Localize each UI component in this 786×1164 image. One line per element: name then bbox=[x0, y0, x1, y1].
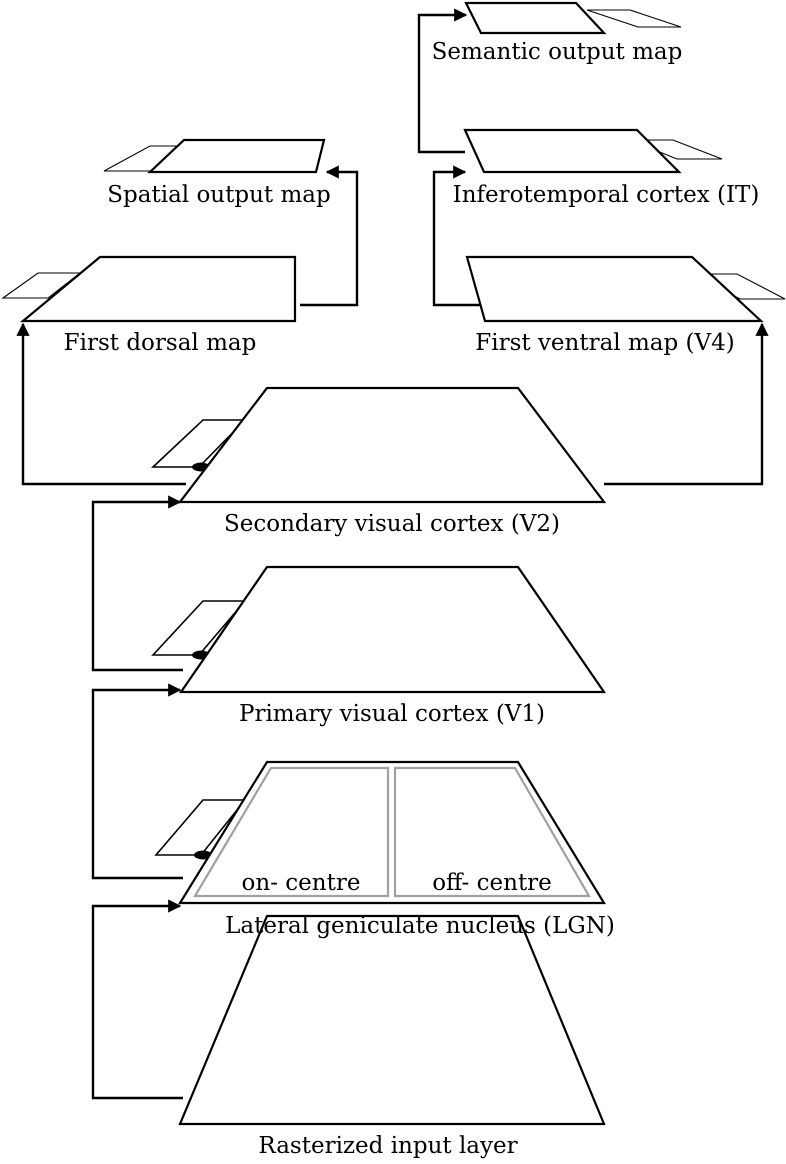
lgn-layer bbox=[178, 760, 606, 905]
dorsal-side-map bbox=[1, 272, 82, 299]
v2-layer bbox=[177, 386, 607, 504]
label-lgn-off-centre: off- centre bbox=[432, 870, 552, 896]
label-inferotemporal: Inferotemporal cortex (IT) bbox=[453, 182, 760, 208]
semantic-output-layer bbox=[464, 1, 607, 35]
connector-it-to-semantic bbox=[417, 8, 468, 154]
label-semantic-output: Semantic output map bbox=[432, 39, 683, 65]
connector-v1-to-v2 bbox=[91, 495, 183, 672]
first-ventral-layer bbox=[465, 255, 764, 323]
first-dorsal-layer bbox=[19, 255, 297, 323]
connector-v2-to-ventral bbox=[604, 322, 769, 486]
label-first-dorsal: First dorsal map bbox=[64, 330, 257, 356]
label-input: Rasterized input layer bbox=[258, 1133, 517, 1159]
connector-v2-to-dorsal bbox=[16, 322, 186, 486]
inferotemporal-layer bbox=[463, 128, 682, 174]
lgn-off-centre-region bbox=[393, 766, 591, 898]
label-lgn: Lateral geniculate nucleus (LGN) bbox=[225, 913, 615, 939]
label-lgn-on-centre: on- centre bbox=[242, 870, 361, 896]
input-layer bbox=[178, 914, 606, 1126]
label-v1: Primary visual cortex (V1) bbox=[239, 701, 545, 727]
label-spatial-output: Spatial output map bbox=[107, 182, 330, 208]
connector-dorsal-to-spatial bbox=[300, 165, 359, 307]
labels: Semantic output map Inferotemporal corte… bbox=[64, 39, 760, 1159]
v1-layer bbox=[178, 565, 607, 694]
connector-lgn-to-v1 bbox=[91, 683, 183, 880]
layers bbox=[19, 1, 764, 1126]
spatial-output-layer bbox=[147, 138, 326, 174]
semantic-side-map bbox=[586, 9, 682, 28]
connector-ventral-to-it bbox=[432, 165, 484, 307]
lgn-on-centre-region bbox=[193, 766, 390, 898]
connector-input-to-lgn bbox=[91, 899, 183, 1100]
connections bbox=[16, 8, 769, 1100]
label-v2: Secondary visual cortex (V2) bbox=[224, 511, 560, 537]
label-first-ventral: First ventral map (V4) bbox=[475, 330, 734, 356]
